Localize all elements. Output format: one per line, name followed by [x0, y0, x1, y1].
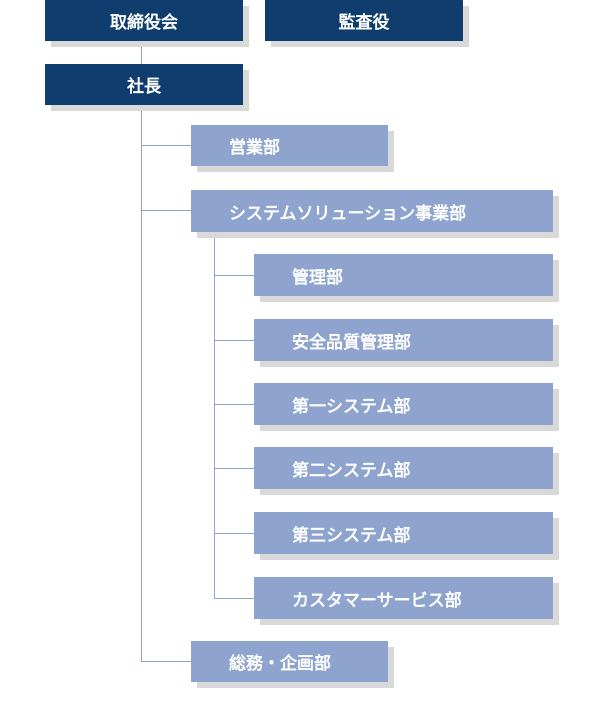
sales-department-box: 営業部 [191, 125, 388, 166]
general-planning-department-box: 総務・企画部 [191, 641, 388, 682]
connector-service [214, 598, 254, 599]
board-box: 取締役会 [45, 0, 243, 41]
connector-sales [141, 145, 191, 146]
connector-board-president [141, 40, 142, 64]
connector-president-trunk [141, 104, 142, 661]
solutions-division-box: システムソリューション事業部 [191, 190, 553, 232]
auditor-box: 監査役 [265, 0, 463, 41]
connector-sys1 [214, 404, 254, 405]
connector-qa [214, 340, 254, 341]
connector-sys3 [214, 533, 254, 534]
management-department-box: 管理部 [254, 254, 553, 296]
president-box: 社長 [45, 64, 243, 105]
system2-department-box: 第二システム部 [254, 447, 553, 489]
connector-general [141, 661, 191, 662]
connector-sys2 [214, 468, 254, 469]
connector-management [214, 275, 254, 276]
system3-department-box: 第三システム部 [254, 512, 553, 554]
system1-department-box: 第一システム部 [254, 383, 553, 425]
connector-solutions [141, 210, 191, 211]
customer-service-department-box: カスタマーサービス部 [254, 577, 553, 619]
qa-department-box: 安全品質管理部 [254, 319, 553, 361]
connector-solutions-trunk [214, 232, 215, 598]
